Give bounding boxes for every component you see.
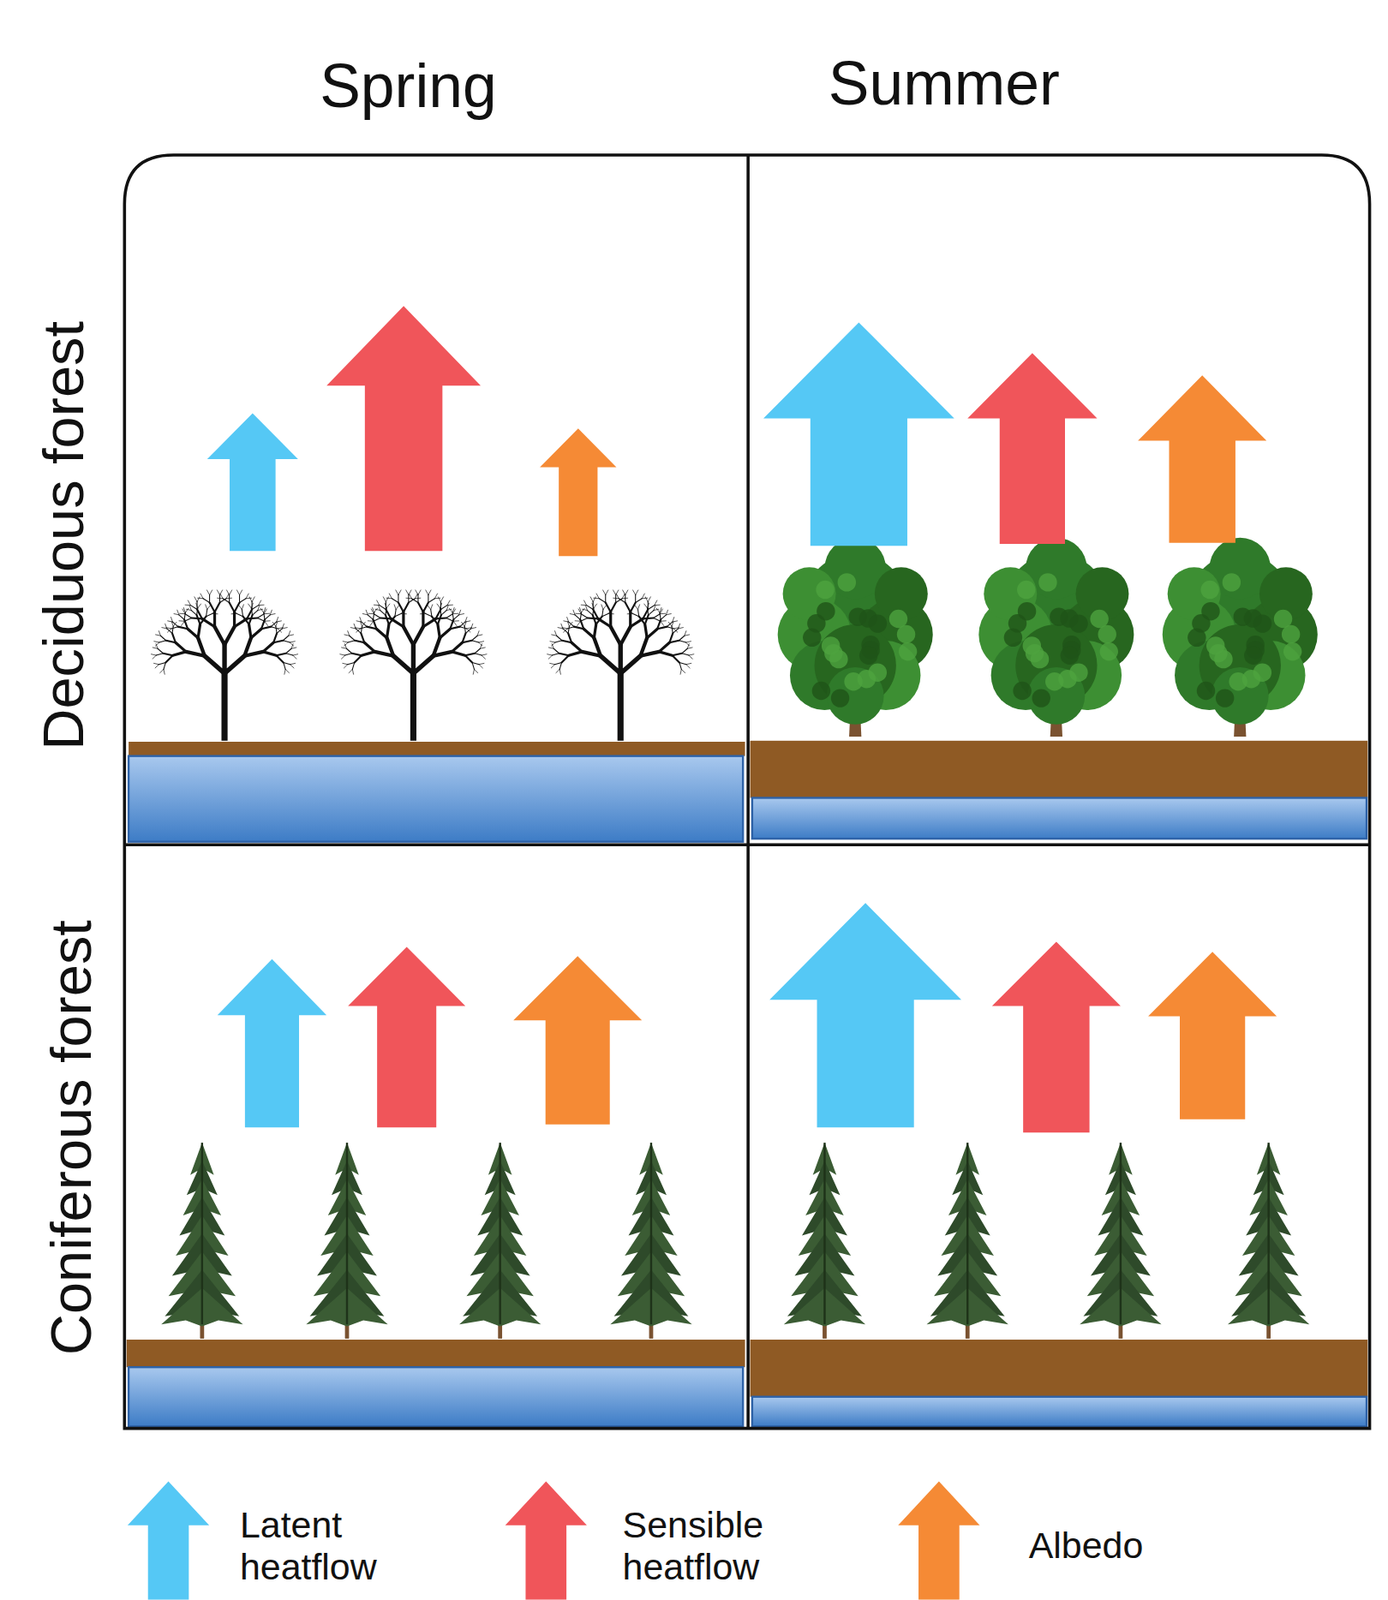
- water-layer: [128, 1367, 743, 1427]
- flux-arrows: [207, 305, 1277, 1133]
- legend-arrow: [127, 1482, 210, 1600]
- bare-tree: [547, 590, 694, 742]
- leafy-tree: [777, 538, 934, 737]
- legend-text: Albedo: [1029, 1525, 1208, 1568]
- legend-arrow: [505, 1482, 587, 1600]
- flux-arrow: [207, 412, 299, 551]
- legend-swatches: [127, 1482, 981, 1600]
- conifer-tree: [305, 1142, 388, 1340]
- flux-arrow: [347, 946, 466, 1128]
- leafy-tree: [978, 538, 1134, 737]
- conifer-tree: [783, 1142, 866, 1340]
- flux-arrow: [967, 352, 1097, 545]
- water-layer: [752, 1397, 1367, 1428]
- row-divider: [124, 843, 1370, 848]
- water-layer: [752, 798, 1367, 840]
- conifer-tree: [459, 1142, 541, 1340]
- bare-tree: [340, 590, 487, 742]
- water-layer: [128, 756, 743, 843]
- flux-arrow: [1137, 375, 1267, 543]
- leafy-tree: [1162, 538, 1318, 737]
- flux-arrow: [763, 322, 955, 546]
- flux-arrow: [513, 956, 642, 1125]
- flux-arrow: [539, 428, 617, 557]
- trees: [150, 538, 1317, 1340]
- soil-layer: [128, 741, 745, 757]
- row-heading: Deciduous forest: [31, 321, 95, 751]
- flux-arrow: [992, 941, 1121, 1133]
- row-heading: Coniferous forest: [40, 920, 103, 1356]
- column-divider: [746, 155, 750, 1430]
- flux-arrow: [1148, 951, 1277, 1119]
- panel-frame: [124, 155, 1370, 1430]
- frame-outline: [124, 155, 1370, 1430]
- bare-tree: [150, 590, 298, 742]
- conifer-tree: [610, 1142, 692, 1340]
- soil-layer: [126, 1340, 746, 1368]
- conifer-tree: [927, 1142, 1009, 1340]
- conifer-tree: [1227, 1142, 1310, 1340]
- conifer-tree: [1079, 1142, 1161, 1340]
- column-heading: Spring: [319, 53, 497, 121]
- legend-text: Sensible heatflow: [622, 1503, 802, 1589]
- column-heading: Summer: [828, 49, 1060, 118]
- flux-arrow: [326, 305, 481, 551]
- legend-arrow: [897, 1482, 980, 1600]
- conifer-tree: [161, 1142, 243, 1340]
- flux-arrow: [217, 959, 327, 1129]
- soil-layer: [750, 741, 1369, 799]
- soil-layer: [750, 1340, 1369, 1398]
- legend-text: Latent heatflow: [239, 1503, 419, 1589]
- flux-arrow: [769, 903, 962, 1128]
